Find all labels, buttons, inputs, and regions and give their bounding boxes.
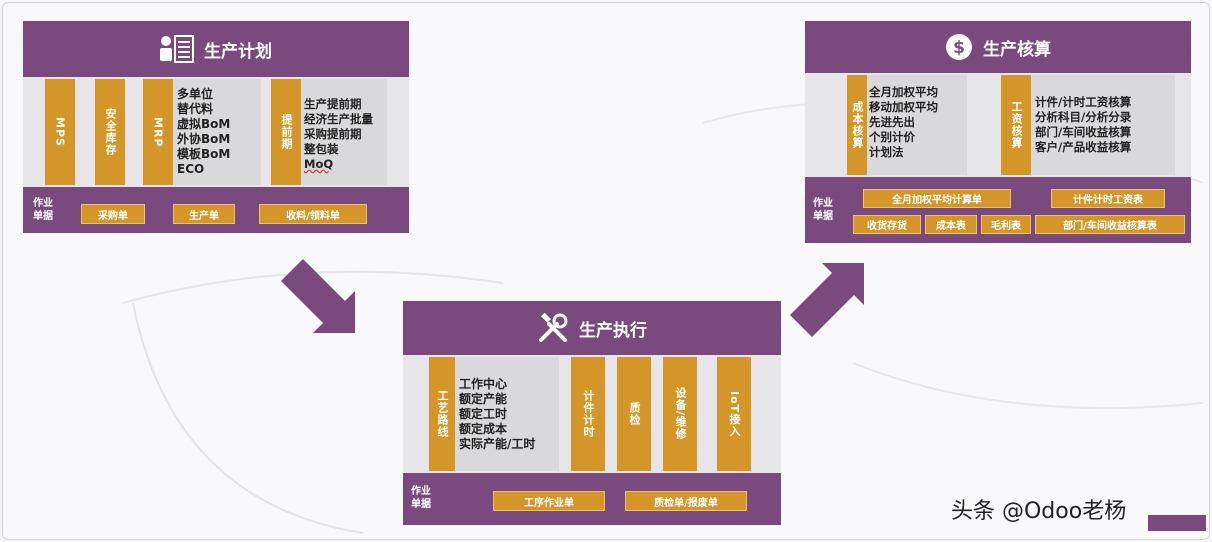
flow-arrow-plan-to-execution bbox=[281, 259, 355, 333]
doc-chip-receipt-issue: 收料/领料单 bbox=[259, 204, 367, 224]
execution-pillar-equipment: 设备/维修 bbox=[663, 357, 697, 471]
list-item: 工作中心 bbox=[459, 377, 508, 391]
svg-text:$: $ bbox=[953, 38, 965, 58]
list-item: 全月加权平均 bbox=[869, 85, 938, 99]
list-item: 替代料 bbox=[177, 102, 214, 116]
doc-chip-weighted-average: 全月加权平均计算单 bbox=[863, 189, 1011, 208]
list-item: 计划法 bbox=[869, 145, 904, 159]
list-item: 部门/车间收益核算 bbox=[1035, 125, 1132, 139]
list-item: 整包装 bbox=[304, 142, 339, 156]
list-item: 外协BoM bbox=[177, 132, 231, 146]
list-item: 生产提前期 bbox=[304, 97, 362, 111]
flow-arrow-execution-to-accounting bbox=[790, 263, 864, 337]
execution-pillar-iot: IoT接入 bbox=[717, 357, 751, 471]
accounting-title: 生产核算 bbox=[983, 39, 1051, 60]
accounting-header: $ 生产核算 bbox=[805, 21, 1191, 73]
doc-chip-purchase-order: 采购单 bbox=[81, 204, 145, 224]
accounting-doc-label: 作业 单据 bbox=[813, 198, 833, 222]
accounting-pillar-payroll: 工资核算 bbox=[1001, 75, 1031, 175]
doc-chip-department-profit: 部门/车间收益核算表 bbox=[1035, 215, 1185, 234]
tools-icon bbox=[537, 312, 569, 344]
planning-pillar-mrp: MRP bbox=[143, 79, 173, 185]
planning-list-a-box bbox=[173, 79, 261, 185]
list-item: 额定工时 bbox=[459, 407, 508, 421]
background-decoration bbox=[122, 102, 1204, 534]
user-list-icon bbox=[160, 35, 194, 63]
planning-list-b: 生产提前期 经济生产批量 采购提前期 整包装 MoQ bbox=[304, 97, 373, 172]
doc-chip-production-order: 生产单 bbox=[173, 204, 235, 224]
planning-pillar-lead-time: 提前期 bbox=[271, 79, 301, 185]
list-item: 经济生产批量 bbox=[304, 112, 373, 126]
list-item: 客户/产品收益核算 bbox=[1035, 140, 1132, 154]
planning-header: 生产计划 bbox=[23, 21, 409, 77]
planning-panel: 生产计划 MPS 安全库存 MRP 多单位 替代料 虚拟BoM 外协BoM 模板… bbox=[23, 21, 409, 233]
planning-doc-label: 作业 单据 bbox=[33, 198, 53, 222]
list-item: 虚拟BoM bbox=[177, 117, 231, 131]
execution-pillar-quality: 质检 bbox=[617, 357, 651, 471]
execution-pillar-routing: 工艺路线 bbox=[429, 357, 455, 471]
list-item: 计件/计时工资核算 bbox=[1035, 95, 1132, 109]
execution-list-box bbox=[455, 357, 559, 471]
execution-pillar-piece-time: 计件计时 bbox=[571, 357, 605, 471]
list-item: 额定成本 bbox=[459, 422, 508, 436]
planning-pillar-mps: MPS bbox=[45, 79, 75, 185]
doc-chip-payroll-sheet: 计件计时工资表 bbox=[1051, 189, 1165, 208]
accounting-list-a-box bbox=[867, 75, 967, 175]
accounting-list-b: 计件/计时工资核算 分析科目/分析分录 部门/车间收益核算 客户/产品收益核算 bbox=[1035, 95, 1131, 155]
list-item: 移动加权平均 bbox=[869, 100, 938, 114]
execution-doc-label: 作业 单据 bbox=[411, 486, 431, 510]
list-item: 个别计价 bbox=[869, 130, 915, 144]
planning-list-a: 多单位 替代料 虚拟BoM 外协BoM 模板BoM ECO bbox=[177, 87, 230, 177]
list-item: 先进先出 bbox=[869, 115, 915, 129]
list-item: 采购提前期 bbox=[304, 127, 362, 141]
accounting-list-b-box bbox=[1031, 75, 1175, 175]
doc-chip-cost-sheet: 成本表 bbox=[925, 215, 977, 234]
list-item: 模板BoM bbox=[177, 147, 231, 161]
accounting-panel: $ 生产核算 成本核算 全月加权平均 移动加权平均 先进先出 个别计价 计划法 … bbox=[805, 21, 1191, 243]
list-item: 额定产能 bbox=[459, 392, 508, 406]
doc-chip-quality-scrap: 质检单/报废单 bbox=[625, 491, 747, 511]
doc-chip-margin-sheet: 毛利表 bbox=[981, 215, 1031, 234]
execution-header: 生产执行 bbox=[403, 301, 781, 355]
list-item: 实际产能/工时 bbox=[459, 437, 536, 451]
planning-title: 生产计划 bbox=[204, 41, 272, 62]
doc-chip-inventory: 收货存货 bbox=[853, 215, 921, 234]
dollar-icon: $ bbox=[945, 33, 973, 61]
execution-panel: 生产执行 工艺路线 工作中心 额定产能 额定工时 额定成本 实际产能/工时 计件… bbox=[403, 301, 781, 525]
planning-list-b-box bbox=[301, 79, 387, 185]
list-item: MoQ bbox=[304, 157, 334, 171]
list-item: 多单位 bbox=[177, 87, 214, 101]
watermark: 头条 @Odoo老杨 bbox=[951, 499, 1127, 524]
doc-chip-work-order: 工序作业单 bbox=[493, 491, 605, 511]
execution-title: 生产执行 bbox=[579, 320, 647, 341]
execution-list: 工作中心 额定产能 额定工时 额定成本 实际产能/工时 bbox=[459, 377, 535, 452]
list-item: 分析科目/分析分录 bbox=[1035, 110, 1132, 124]
list-item: ECO bbox=[177, 162, 205, 176]
accounting-list-a: 全月加权平均 移动加权平均 先进先出 个别计价 计划法 bbox=[869, 85, 938, 160]
accounting-pillar-costing: 成本核算 bbox=[847, 75, 867, 175]
watermark-badge bbox=[1148, 515, 1206, 531]
planning-pillar-safety-stock: 安全库存 bbox=[95, 79, 125, 185]
